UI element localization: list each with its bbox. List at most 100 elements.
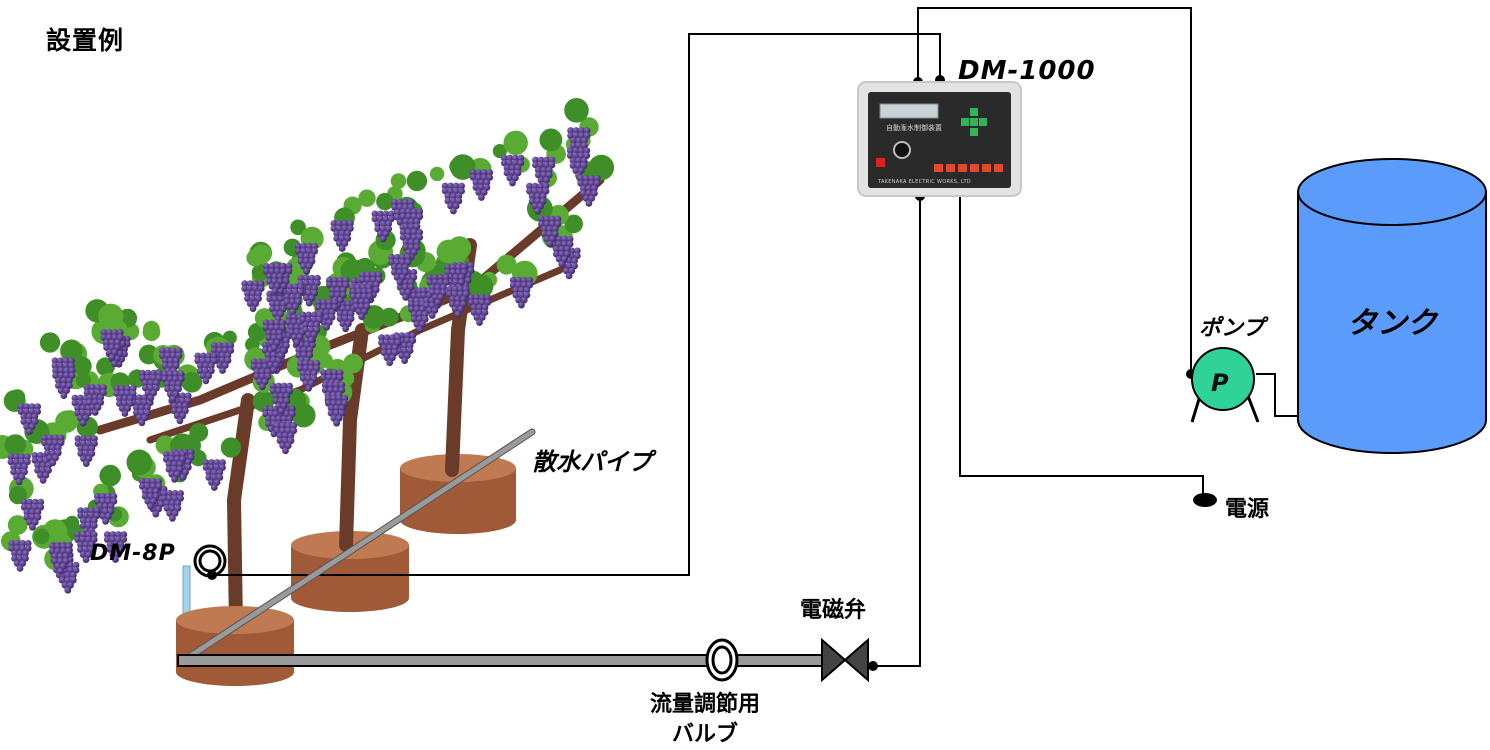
leaf — [9, 389, 26, 405]
leaf — [290, 219, 306, 236]
grape-cluster — [566, 147, 591, 180]
grape-cluster — [17, 403, 41, 435]
pump-symbol: P — [1211, 369, 1229, 397]
leaf — [72, 356, 92, 376]
grape-cluster — [399, 229, 424, 261]
controller-device — [857, 81, 1022, 197]
leaf — [155, 435, 175, 455]
leaf — [564, 98, 589, 123]
leaf — [376, 192, 394, 211]
grape-cluster — [392, 332, 417, 364]
grape-cluster — [273, 422, 298, 455]
spray-pipe — [188, 428, 536, 659]
grape-cluster — [467, 294, 492, 326]
grape-cluster — [138, 478, 163, 510]
grape-cluster — [56, 561, 80, 594]
valve-wire — [872, 196, 921, 667]
grape-cluster — [509, 276, 534, 309]
leaf — [317, 353, 333, 368]
controller-power-switch — [876, 158, 885, 167]
pump-tank-pipe — [1256, 373, 1300, 417]
tank — [1297, 158, 1487, 454]
grape-cluster — [500, 154, 525, 187]
soil-mound — [176, 606, 294, 686]
grape-cluster — [48, 542, 73, 575]
leaf — [390, 173, 407, 189]
leaf — [220, 437, 241, 458]
grape-cluster — [441, 182, 465, 215]
leaf — [358, 189, 376, 207]
power-wire — [959, 196, 1204, 496]
leaf — [126, 449, 153, 476]
grape-cluster — [20, 498, 45, 531]
grape-cluster — [262, 319, 286, 352]
leaf — [503, 130, 528, 155]
grape-cluster — [577, 175, 601, 207]
leaf — [340, 259, 364, 283]
grape-cluster — [263, 263, 287, 295]
grape-cluster — [113, 385, 137, 417]
controller-maker-text: TAKENAKA ELECTRIC WORKS, LTD — [878, 179, 971, 185]
sensor-label: DM-8P — [90, 541, 176, 566]
grape-cluster — [426, 274, 450, 306]
leaf — [138, 344, 159, 365]
leaf — [539, 128, 563, 152]
grape-cluster — [8, 540, 32, 572]
pump — [1190, 347, 1260, 423]
power-plug — [1193, 493, 1217, 507]
power-label: 電源 — [1225, 497, 1270, 522]
leaf — [247, 322, 267, 342]
leaf — [96, 357, 115, 377]
solenoid-valve-label: 電磁弁 — [800, 598, 867, 623]
leaf — [406, 170, 428, 192]
grape-cluster — [194, 352, 218, 385]
leaf — [75, 372, 91, 388]
pump-wire — [917, 7, 1192, 372]
leaf — [33, 528, 50, 545]
grape-cluster — [210, 342, 235, 374]
grape-cluster — [326, 276, 350, 309]
leaf — [362, 305, 386, 329]
controller-buttons — [934, 164, 1003, 172]
sensor-wire — [214, 33, 941, 576]
leaf — [60, 339, 83, 363]
diagram-title: 設置例 — [46, 26, 125, 55]
sensor-coil — [193, 544, 227, 578]
grape-cluster — [74, 531, 98, 563]
controller-dial — [893, 141, 911, 159]
pump-label: ポンプ — [1199, 316, 1265, 341]
grape-cluster — [159, 347, 183, 380]
flow-valve-label-line1: 流量調節用 — [650, 692, 761, 717]
grape-cluster — [94, 492, 118, 525]
leaf — [496, 254, 517, 275]
grape-cluster — [202, 459, 226, 491]
grape-cluster — [100, 329, 124, 361]
grape-cluster — [52, 367, 76, 399]
grape-cluster — [41, 434, 65, 467]
leaf — [181, 371, 203, 393]
grape-cluster — [526, 182, 550, 215]
grape-cluster — [269, 382, 293, 415]
leaf — [190, 449, 207, 467]
flow-control-valve — [705, 638, 739, 682]
leaf — [55, 410, 78, 433]
grape-cluster — [469, 169, 494, 201]
leaf — [65, 515, 80, 530]
grape-cluster — [161, 370, 185, 403]
grape-cluster — [297, 360, 321, 392]
grape-cluster — [350, 288, 374, 320]
grape-cluster — [241, 280, 265, 312]
leaf — [39, 332, 61, 353]
grape-cluster — [446, 285, 470, 318]
grape-cluster — [388, 253, 412, 286]
grape-cluster — [324, 394, 349, 427]
grape-cluster — [294, 242, 319, 275]
grape-cluster — [371, 210, 395, 243]
grape-cluster — [162, 450, 187, 483]
vineyard-illustration — [0, 98, 615, 686]
grape-cluster — [74, 435, 98, 467]
spray-pipe-label: 散水パイプ — [532, 448, 652, 476]
leaf — [246, 249, 264, 267]
leaf — [98, 303, 124, 329]
